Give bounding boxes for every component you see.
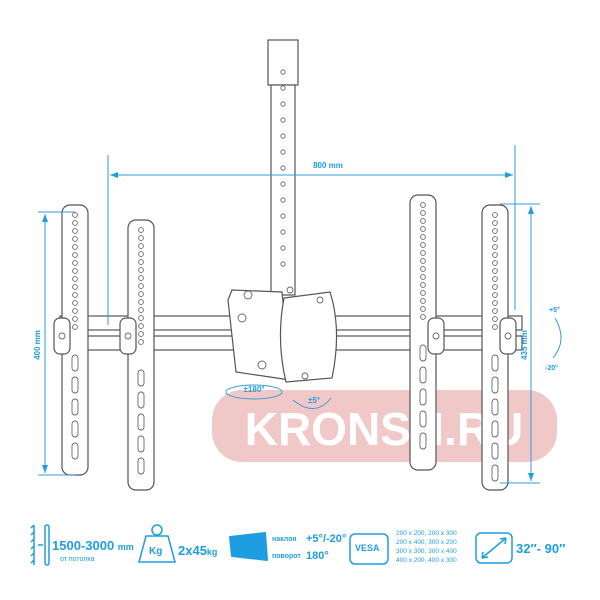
- vesa-size: 200 x 400, 300 x 200: [396, 539, 457, 546]
- center-clamp: [227, 286, 338, 383]
- watermark: KRONSH.RU: [212, 390, 557, 462]
- ceiling-height-icon: [30, 524, 50, 566]
- vesa-size: 200 x 200, 200 x 300: [396, 530, 457, 537]
- watermark-text: KRONSH.RU: [245, 403, 524, 455]
- swivel-value: 180°: [306, 550, 329, 562]
- vesa-plate: [53, 204, 89, 476]
- ceiling-pole: [267, 39, 299, 296]
- pole-hole: [280, 149, 286, 155]
- tilt-down-label: -20°: [545, 364, 558, 372]
- width-label: 800 mm: [313, 161, 343, 170]
- pole-hole: [280, 101, 286, 107]
- pole-hole: [280, 165, 286, 171]
- height-left-label: 400 mm: [33, 330, 42, 360]
- height-unit: mm: [117, 542, 134, 552]
- load-value: 2x45: [178, 543, 207, 558]
- swivel-indicator: ±180°: [225, 384, 283, 400]
- height-right-label: 435 mm: [520, 330, 529, 360]
- tilt-up-label: +5°: [549, 306, 560, 314]
- pole-hole: [280, 181, 286, 187]
- pole-hole: [280, 245, 286, 251]
- pole-hole: [280, 213, 286, 219]
- vesa-sizes: 200 x 200, 200 x 300 200 x 400, 300 x 20…: [396, 529, 457, 565]
- pole-hole: [280, 85, 286, 91]
- vesa-size: 400 x 200, 400 x 300: [396, 557, 457, 564]
- rotate-label: ±5°: [308, 396, 320, 405]
- screen-size-icon: [475, 532, 513, 564]
- weight-icon-label: Kg: [149, 546, 163, 557]
- pole-hole: [280, 261, 286, 267]
- tilt-value: +5°/-20°: [306, 533, 347, 545]
- pole-hole: [280, 229, 286, 235]
- width-dimension: 800 mm: [107, 145, 516, 325]
- load-unit: kg: [206, 547, 218, 557]
- tilt-indicator: +5° -20°: [545, 306, 562, 372]
- vesa-size: 300 x 300, 300 x 400: [396, 548, 457, 555]
- vesa-label: VESA: [355, 543, 380, 553]
- swivel-label: поворот: [272, 553, 301, 560]
- weight-icon: [138, 524, 176, 563]
- height-dimension-left: 400 mm: [33, 211, 75, 476]
- tilt-label: наклон: [272, 536, 297, 543]
- load-capacity: 2x45kg: [178, 543, 217, 558]
- pole-hole: [280, 117, 286, 123]
- pole-hole: [280, 69, 286, 75]
- swivel-label: ±180°: [244, 385, 265, 394]
- height-range-value: 1500-3000: [52, 538, 115, 553]
- vesa-plate: [119, 219, 155, 491]
- height-dimension-right: 435 mm: [500, 203, 540, 484]
- tilt-swivel-icon: [229, 532, 268, 561]
- height-note: от потолка: [60, 556, 95, 563]
- pole-hole: [280, 133, 286, 139]
- screen-size: 32″- 90″: [516, 541, 566, 556]
- vesa-plate: [409, 194, 445, 471]
- vesa-icon: [349, 533, 389, 565]
- rotate-indicator: ±5°: [292, 396, 332, 409]
- pole-hole: [280, 197, 286, 203]
- vesa-plate: [481, 204, 517, 491]
- height-range: 1500-3000 mm: [52, 538, 134, 553]
